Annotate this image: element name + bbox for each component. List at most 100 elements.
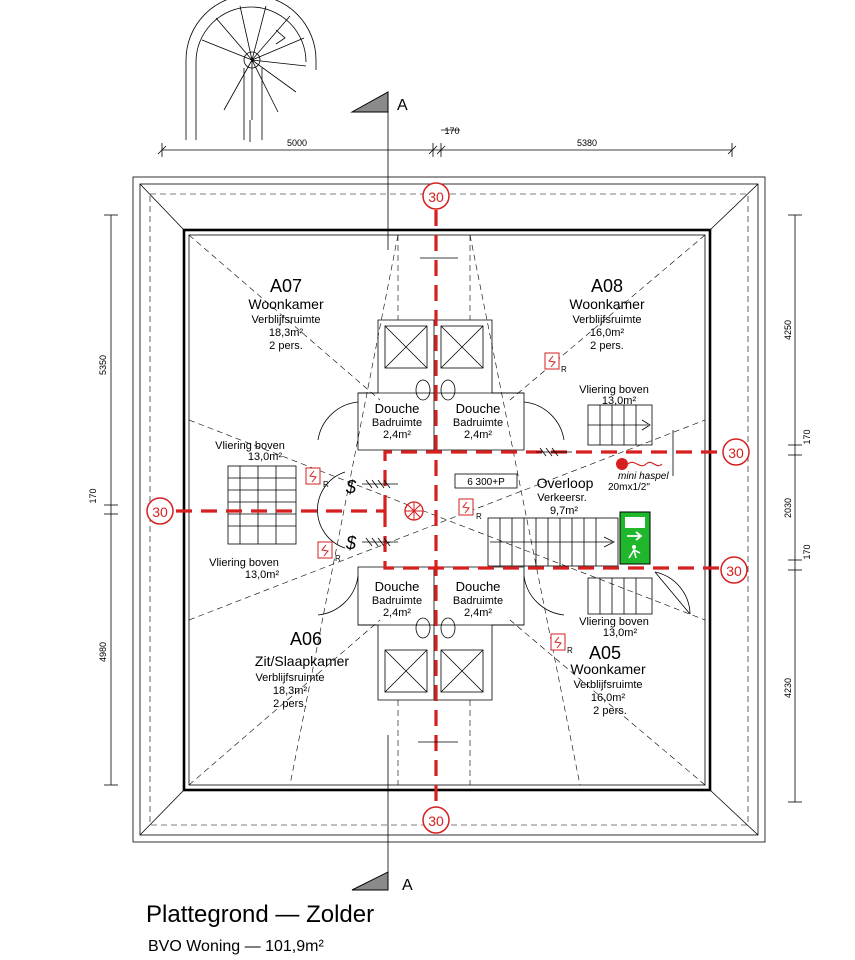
fire-compartment-lines (176, 210, 722, 810)
room-persons: 2 pers. (269, 340, 303, 352)
room-type: Verblijfsruimte (573, 679, 642, 691)
room-type: Verblijfsruimte (255, 672, 324, 684)
fire-damper-symbol (404, 501, 424, 521)
smoke-detector-overloop: R (458, 498, 482, 521)
shower-name: Douche (375, 579, 420, 594)
drawing-subtitle: BVO Woning — 101,9m² (148, 938, 324, 955)
svg-text:$: $ (345, 533, 357, 553)
room-code: A05 (589, 643, 621, 663)
stair-left (227, 465, 297, 545)
svg-text:R: R (476, 512, 482, 521)
svg-text:30: 30 (152, 504, 168, 520)
smoke-detector-a06: R (317, 541, 341, 563)
stair-right-lower (587, 577, 653, 615)
attic-area: 13,0m² (245, 569, 280, 581)
room-persons: 2 pers. (273, 698, 307, 710)
fire-rating-right-lower: 30 (720, 556, 748, 584)
room-code: A06 (290, 629, 322, 649)
fire-rating-right-upper: 30 (722, 438, 750, 466)
smoke-detector-a08: R (544, 352, 567, 374)
central-core (317, 319, 691, 701)
smoke-detector-a07: R (305, 467, 329, 489)
attic-left-lower: Vliering boven 13,0m² (209, 557, 279, 581)
dim-left-bottom: 4980 (98, 642, 108, 662)
shower-type: Badruimte (453, 595, 503, 607)
room-type: Verblijfsruimte (251, 314, 320, 326)
shower-type: Badruimte (372, 417, 422, 429)
room-name: Overloop (537, 475, 594, 491)
dim-right-mid1: 170 (802, 429, 812, 444)
shower-bottom-right: Douche Badruimte 2,4m² (453, 579, 503, 619)
hose-spec: 20mx1/2" (608, 482, 650, 493)
svg-text:R: R (323, 480, 329, 489)
hose-label: mini haspel (618, 471, 669, 482)
room-area: 18,3m² (269, 327, 304, 339)
fire-rating-bottom: 30 (422, 806, 450, 834)
extinguisher-tag-box: 6 300+P (454, 473, 518, 489)
room-name: Woonkamer (570, 661, 646, 677)
attic-label: Vliering boven (215, 440, 285, 452)
shower-top-right: Douche Badruimte 2,4m² (453, 401, 503, 441)
shower-type: Badruimte (453, 417, 503, 429)
attic-label: Vliering boven (579, 384, 649, 396)
smoke-detector-a05: R (550, 633, 573, 655)
stair-right-upper (587, 404, 653, 446)
shower-bottom-left: Douche Badruimte 2,4m² (372, 579, 422, 619)
dim-right-mid2: 2030 (783, 498, 793, 518)
stair-main (487, 517, 619, 567)
room-name: Woonkamer (248, 296, 324, 312)
roof-slope-lines (188, 234, 706, 786)
room-name: Woonkamer (569, 296, 645, 312)
room-a06: A06 Zit/Slaapkamer Verblijfsruimte 18,3m… (255, 629, 349, 710)
right-dimension: 4250 170 2030 170 4230 (783, 214, 812, 803)
attic-right-upper: Vliering boven 13,0m² (579, 384, 649, 407)
section-marker-top: A (397, 97, 408, 114)
dim-right-top: 4250 (783, 320, 793, 340)
dim-right-bottom: 4230 (783, 678, 793, 698)
shower-name: Douche (375, 401, 420, 416)
shower-area: 2,4m² (464, 429, 492, 441)
room-type: Verkeersr. (537, 492, 587, 504)
shower-name: Douche (456, 579, 501, 594)
dim-left-top: 5350 (98, 355, 108, 375)
room-area: 9,7m² (550, 505, 578, 517)
top-dimension: 5000 170 5380 (157, 126, 737, 157)
room-type: Verblijfsruimte (572, 314, 641, 326)
emergency-exit-sign (619, 511, 651, 565)
room-area: 16,0m² (590, 327, 625, 339)
attic-area: 13,0m² (603, 627, 638, 639)
room-overloop: Overloop Verkeersr. 9,7m² (537, 475, 594, 517)
attic-label: Vliering boven (209, 557, 279, 569)
svg-text:30: 30 (728, 445, 744, 461)
svg-text:30: 30 (428, 189, 444, 205)
svg-text:30: 30 (726, 563, 742, 579)
shower-name: Douche (456, 401, 501, 416)
room-code: A08 (591, 276, 623, 296)
room-persons: 2 pers. (590, 340, 624, 352)
svg-text:$: $ (345, 477, 357, 497)
room-code: A07 (270, 276, 302, 296)
section-marker-bottom: A (402, 877, 413, 894)
extinguisher-tag: 6 300+P (467, 477, 505, 488)
shower-area: 2,4m² (383, 607, 411, 619)
attic-area: 13,0m² (248, 451, 283, 463)
room-a07: A07 Woonkamer Verblijfsruimte 18,3m² 2 p… (248, 276, 324, 352)
shower-top-left: Douche Badruimte 2,4m² (372, 401, 422, 441)
fire-rating-left: 30 (146, 497, 174, 525)
room-name: Zit/Slaapkamer (255, 653, 349, 669)
svg-text:30: 30 (428, 813, 444, 829)
room-a08: A08 Woonkamer Verblijfsruimte 16,0m² 2 p… (569, 276, 645, 352)
dim-top-mid: 170 (444, 126, 459, 136)
dim-top-right: 5380 (577, 138, 597, 148)
drawing-title: Plattegrond — Zolder (146, 901, 374, 928)
svg-text:R: R (335, 554, 341, 563)
pipe-crossings: $ $ (345, 257, 674, 743)
shower-type: Badruimte (372, 595, 422, 607)
attic-left-upper: Vliering boven 13,0m² (215, 440, 285, 463)
attic-area: 13,0m² (602, 395, 637, 407)
dim-left-mid: 170 (88, 488, 98, 503)
room-area: 18,3m² (273, 685, 308, 697)
hose-reel: mini haspel 20mx1/2" (608, 458, 669, 493)
room-a05: A05 Woonkamer Verblijfsruimte 16,0m² 2 p… (570, 643, 646, 717)
